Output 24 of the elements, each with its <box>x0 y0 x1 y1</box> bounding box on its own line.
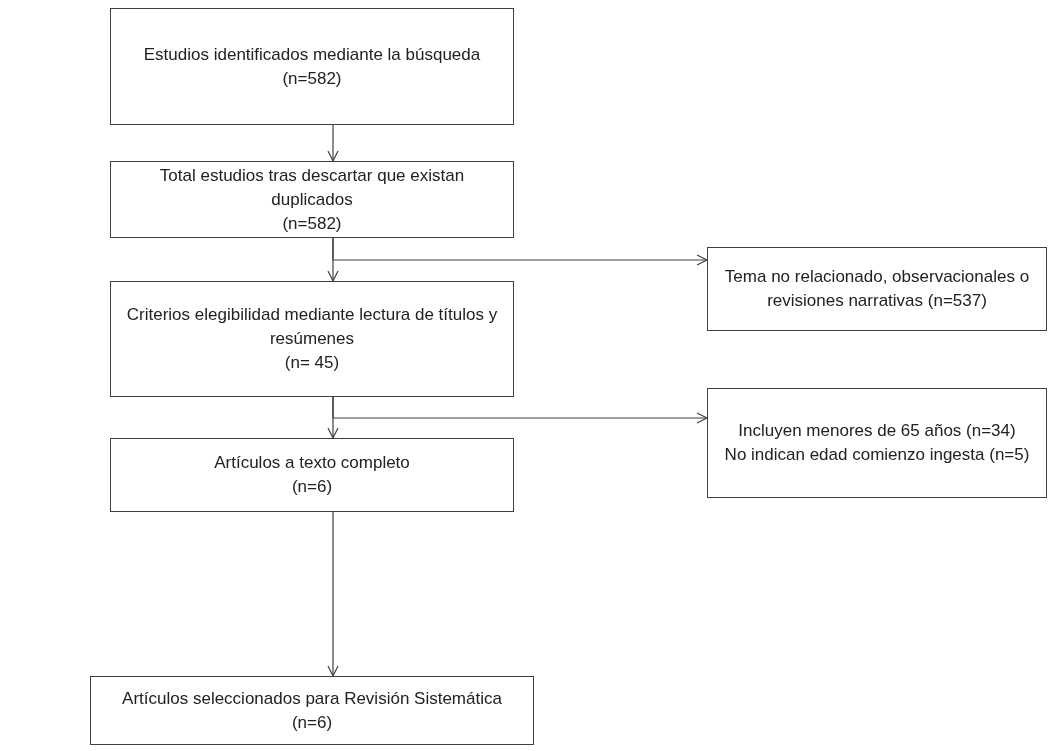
box-text: Artículos a texto completo <box>214 452 410 474</box>
box-text: (n=6) <box>291 476 333 498</box>
process-box <box>90 676 534 745</box>
box-text: (n=6) <box>291 711 333 734</box>
arrow <box>332 237 708 266</box>
box-text: (n=582) <box>282 67 342 90</box>
box-text: Tema no relacionado, observacionales o revisiones narrativas (n=537) <box>723 266 1031 312</box>
box-text: Estudios identificados mediante la búsqueda <box>143 43 481 66</box>
process-box <box>707 247 1047 331</box>
process-box <box>110 8 514 125</box>
box-text: (n= 45) <box>284 352 340 374</box>
box-text: (n=582) <box>282 212 342 235</box>
process-box <box>110 438 514 512</box>
process-box <box>110 161 514 238</box>
arrow <box>327 511 339 677</box>
box-text: Total estudios tras descartar que existan duplicados <box>158 164 466 211</box>
arrow <box>332 396 708 424</box>
arrow <box>327 124 339 162</box>
process-box <box>707 388 1047 498</box>
box-text: No indican edad comienzo ingesta (n=5) <box>724 444 1030 466</box>
box-text: Incluyen menores de 65 años (n=34) <box>738 420 1016 442</box>
box-text: Criterios elegibilidad mediante lectura de títulos y resúmenes <box>125 304 499 350</box>
box-text: Artículos seleccionados para Revisión Sistemática <box>122 687 502 710</box>
process-box <box>110 281 514 397</box>
